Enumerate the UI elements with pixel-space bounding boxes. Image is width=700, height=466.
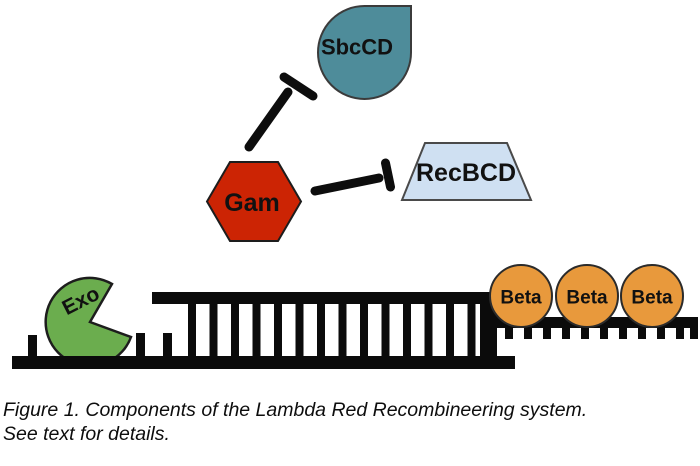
gam-protein: Gam (205, 161, 303, 242)
beta-label-2: Beta (566, 288, 608, 309)
beta-circle-2 (555, 264, 619, 328)
exo-protein: Exo (44, 276, 133, 368)
dna-bottom-strand (12, 356, 515, 369)
dna-left-ssdna-bases (28, 333, 172, 357)
beta-label-3: Beta (631, 288, 673, 309)
beta-proteins: Beta Beta Beta (489, 264, 684, 328)
caption-line-2: See text for details. (3, 422, 170, 445)
gam-label: Gam (224, 189, 280, 217)
beta-label-1: Beta (500, 288, 542, 309)
recbcd-protein: RecBCD (400, 142, 533, 201)
figure-caption: Figure 1. Components of the Lambda Red R… (3, 399, 697, 447)
sbccd-label: SbcCD (321, 35, 393, 60)
sbccd-protein: SbcCD (317, 5, 412, 100)
inhibition-arrow-gam-sbccd (244, 72, 318, 152)
recbcd-label: RecBCD (416, 159, 516, 187)
beta-circle-1 (489, 264, 553, 328)
inhibition-arrow-gam-recbcd (310, 158, 395, 196)
inhibition-arrows (244, 72, 395, 196)
dna-top-strand (152, 292, 497, 304)
gam-hexagon-shape (205, 161, 303, 242)
recbcd-trapezoid-shape (400, 142, 533, 201)
caption-line-1: Figure 1. Components of the Lambda Red R… (3, 399, 588, 421)
beta-circle-3 (620, 264, 684, 328)
sbccd-droplet-shape (317, 5, 412, 100)
lambda-red-diagram: Exo (12, 5, 698, 369)
dna-duplex-rungs (188, 298, 497, 368)
